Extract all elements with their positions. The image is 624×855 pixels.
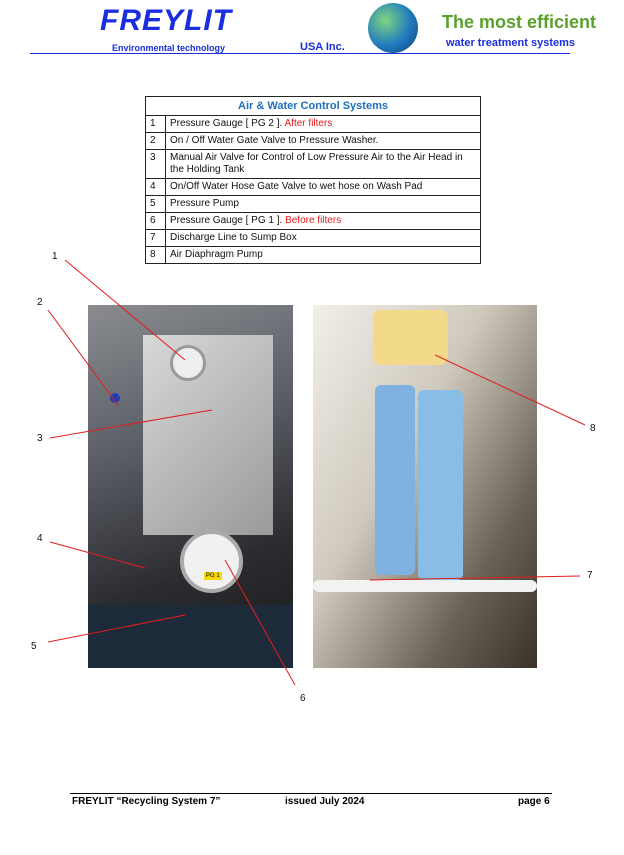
row-text: Pressure Gauge [ PG 2 ]. — [170, 118, 285, 129]
row-text: Manual Air Valve for Control of Low Pres… — [170, 152, 463, 175]
tagline-2: water treatment systems — [446, 37, 576, 49]
logo-text: FREYLIT — [100, 4, 232, 37]
callout-line-5 — [47, 614, 186, 643]
logo-company: USA Inc. — [300, 41, 345, 53]
callout-8: 8 — [590, 423, 596, 434]
row-description: Manual Air Valve for Control of Low Pres… — [165, 149, 481, 179]
callout-1: 1 — [52, 251, 58, 262]
callout-4: 4 — [37, 533, 43, 544]
logo-subtitle: Environmental technology — [112, 43, 226, 53]
row-text: Pressure Gauge [ PG 1 ]. — [170, 215, 286, 226]
freylit-logo: FREYLIT Environmental technology USA Inc… — [80, 4, 345, 60]
footer-title: FREYLIT “Recycling System 7” — [72, 796, 221, 807]
globe-icon — [368, 3, 418, 53]
row-text: Air Diaphragm Pump — [170, 249, 263, 260]
callout-line-8 — [434, 354, 586, 426]
callout-line-4 — [49, 541, 146, 569]
row-text: On / Off Water Gate Valve to Pressure Wa… — [170, 135, 379, 146]
callout-line-3 — [49, 409, 213, 439]
photo-filters — [313, 305, 537, 668]
header-rule — [30, 53, 570, 54]
gauge-tag: PG 1 — [204, 572, 222, 580]
row-note: Before filters — [285, 215, 342, 226]
row-text: On/Off Water Hose Gate Valve to wet hose… — [170, 181, 423, 192]
row-text: Discharge Line to Sump Box — [170, 232, 297, 243]
callout-7: 7 — [587, 570, 593, 581]
footer-page: page 6 — [518, 796, 550, 807]
callout-line-1 — [64, 259, 186, 361]
callout-3: 3 — [37, 433, 43, 444]
footer-rule — [70, 793, 552, 794]
row-description: Air Diaphragm Pump — [165, 246, 481, 264]
row-number: 8 — [145, 246, 166, 264]
callout-line-6 — [224, 559, 296, 686]
table-row: 8 Air Diaphragm Pump — [145, 246, 481, 264]
callout-2: 2 — [37, 297, 43, 308]
photo-pump-assembly: PG 1 — [88, 305, 293, 668]
footer-issued: issued July 2024 — [285, 796, 365, 807]
row-note: After filters — [284, 118, 333, 129]
callout-line-2 — [47, 309, 119, 406]
callout-5: 5 — [31, 641, 37, 652]
callout-line-7 — [369, 575, 581, 581]
tagline-1: The most efficient — [442, 12, 597, 32]
callout-6: 6 — [300, 693, 306, 704]
row-text: Pressure Pump — [170, 198, 239, 209]
